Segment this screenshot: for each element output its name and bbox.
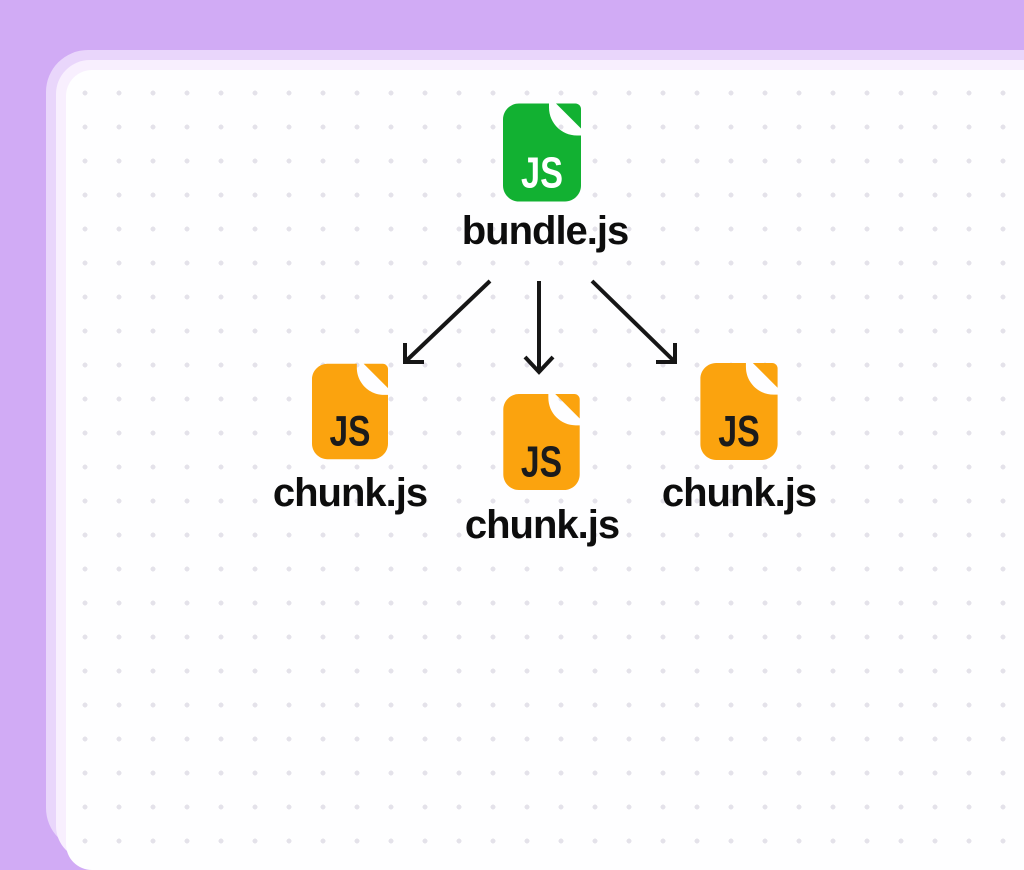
arrow-down-icon — [523, 281, 555, 375]
arrows-group — [403, 279, 677, 375]
js-file-icon-chunk-middle: JS — [503, 394, 580, 490]
js-file-icon-chunk-left: JS — [312, 363, 388, 460]
js-badge-text: JS — [330, 408, 371, 456]
js-file-icon-bundle: JS — [503, 103, 581, 202]
file-fold-icon — [363, 363, 388, 389]
file-body — [503, 103, 581, 202]
file-body — [700, 363, 778, 460]
js-badge-text: JS — [718, 408, 760, 456]
node-label-chunk-right: chunk.js — [661, 471, 817, 515]
js-file-icon-chunk-right: JS — [700, 363, 778, 460]
file-body — [503, 394, 580, 490]
js-badge-text: JS — [521, 438, 562, 486]
js-badge-text: JS — [521, 149, 563, 198]
file-fold-icon — [752, 363, 778, 388]
arrow-down-right-icon — [590, 279, 677, 364]
arrow-down-left-icon — [403, 279, 492, 364]
node-label-bundle: bundle.js — [461, 209, 630, 253]
file-body — [312, 363, 388, 460]
node-label-chunk-middle: chunk.js — [464, 503, 620, 547]
page: { "colors": { "page_bg": "#d1abf5", "fra… — [46, 50, 1024, 870]
file-fold-icon — [555, 394, 580, 419]
node-label-chunk-left: chunk.js — [272, 471, 428, 515]
file-fold-icon — [556, 103, 581, 129]
